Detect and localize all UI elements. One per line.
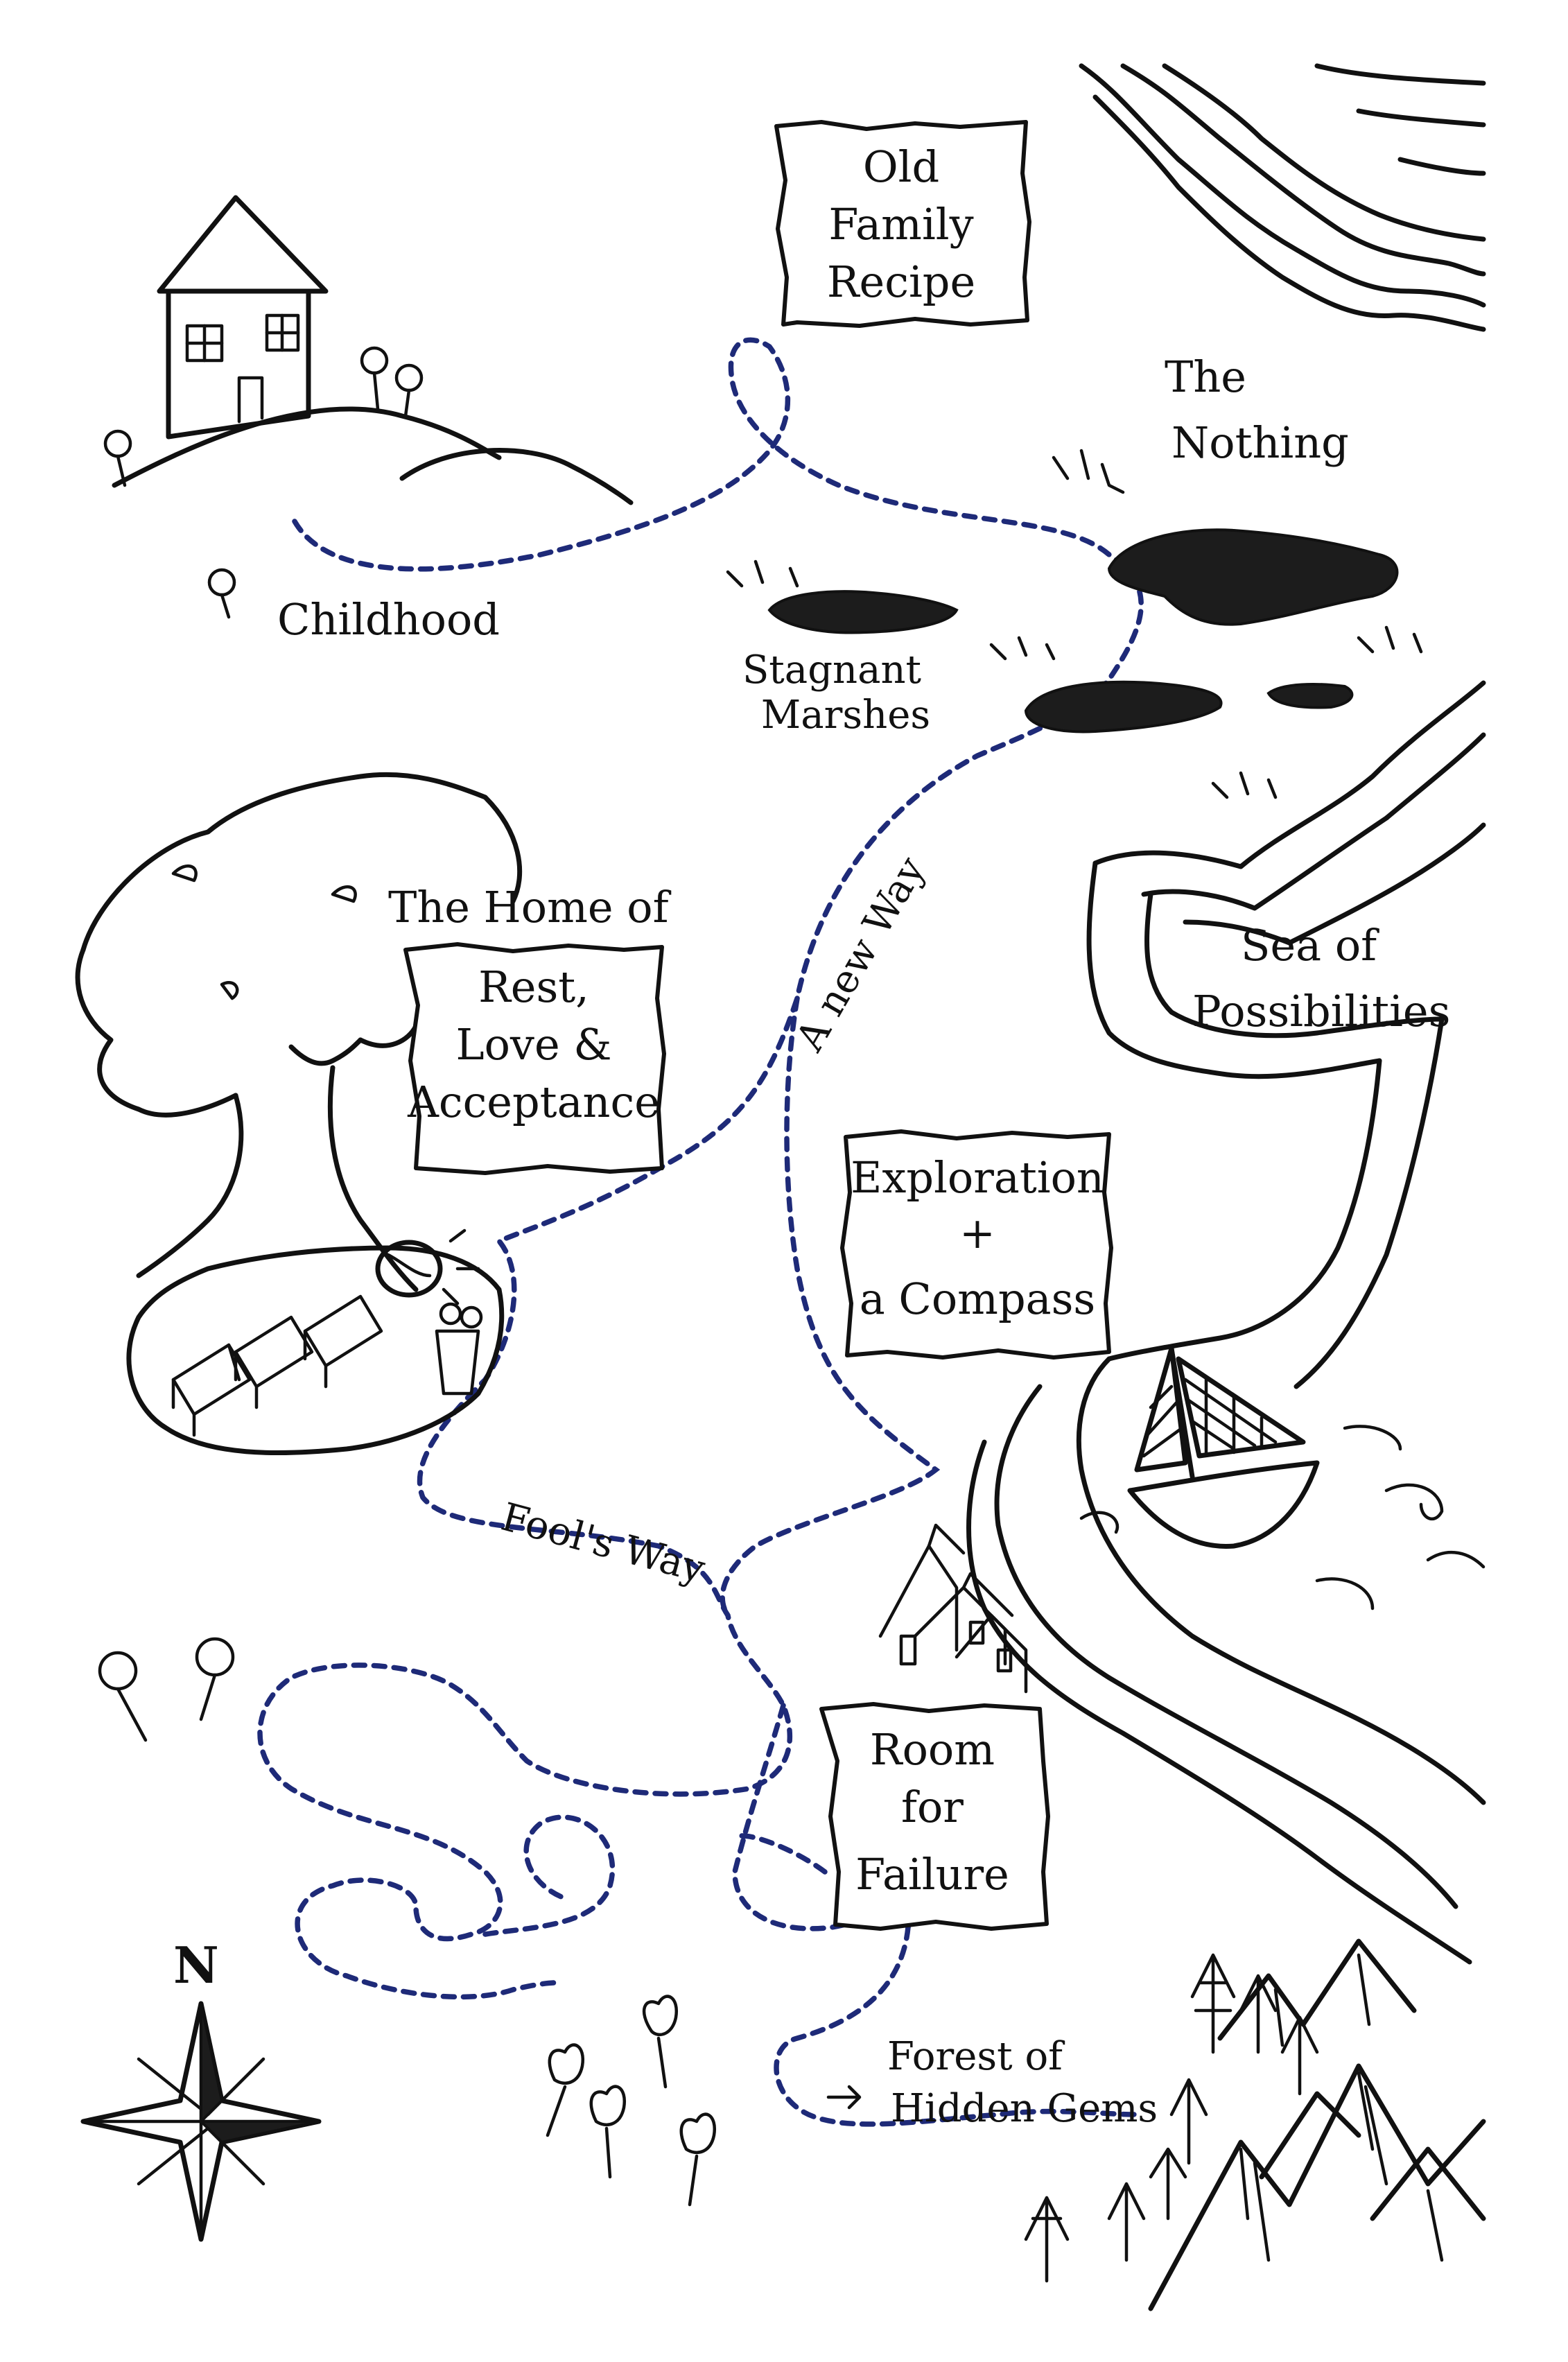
the-nothing-line-2: Nothing: [1171, 417, 1349, 468]
mountain-icon: [1148, 1938, 1486, 2311]
stagnant-marshes-line-2: Marshes: [761, 693, 930, 738]
childhood-label: Childhood: [277, 594, 500, 645]
sea-coastline: [966, 680, 1486, 1965]
room-for-failure-box: Room for Failure: [819, 1702, 1050, 1931]
pine-tree-icon: [1024, 1953, 1319, 2283]
sea-line-1: Sea of: [1241, 920, 1379, 971]
room-line-3: Failure: [855, 1849, 1009, 1900]
tree-icon: [75, 772, 523, 1292]
flower-icon: [98, 1637, 235, 1742]
sailboat-icon: [1127, 1346, 1320, 1549]
tulip-icon: [546, 1995, 717, 2207]
dark-marsh-blobs: [726, 449, 1423, 799]
recipe-line-2: Family: [828, 199, 973, 250]
stagnant-marshes-line-1: Stagnant: [742, 648, 922, 693]
forest-line-2: Hidden Gems: [891, 2086, 1158, 2131]
compass-north-label: N: [173, 1936, 219, 1995]
exploration-line-3: a Compass: [860, 1274, 1096, 1324]
recipe-line-3: Recipe: [827, 257, 975, 307]
recipe-line-1: Old: [863, 141, 939, 192]
home-box-line-2: Love &: [455, 1019, 611, 1070]
home-of-title: The Home of: [388, 882, 672, 932]
flower-icon: [435, 1302, 483, 1396]
room-line-2: for: [901, 1782, 964, 1832]
compass-rose-icon: N: [80, 1936, 322, 2242]
cottage-icon: [878, 1523, 1028, 1694]
waves-top-right: [1079, 63, 1486, 332]
exploration-line-2: +: [959, 1208, 995, 1258]
flower-icon: [103, 346, 424, 619]
home-of-rest-box: Rest, Love & Acceptance: [403, 942, 666, 1175]
arrow-icon: [826, 2085, 862, 2110]
sea-line-2: Possibilities: [1192, 986, 1450, 1036]
hill-outline: [112, 406, 634, 505]
home-box-line-1: Rest,: [478, 962, 589, 1012]
exploration-line-1: Exploration: [851, 1152, 1104, 1203]
home-grass-island: [126, 1245, 505, 1456]
bed-icon: [171, 1294, 383, 1437]
room-line-1: Room: [870, 1724, 995, 1775]
old-family-recipe-box: Old Family Recipe: [774, 120, 1031, 328]
the-nothing-line-1: The: [1165, 351, 1246, 402]
forest-line-1: Forest of: [887, 2034, 1065, 2079]
exploration-box: Exploration + a Compass: [840, 1129, 1113, 1360]
house-icon: [157, 195, 329, 440]
fools-way-label: Fool's Way: [496, 1495, 710, 1592]
home-box-line-3: Acceptance: [407, 1077, 660, 1127]
glowing-egg: [375, 1228, 480, 1305]
